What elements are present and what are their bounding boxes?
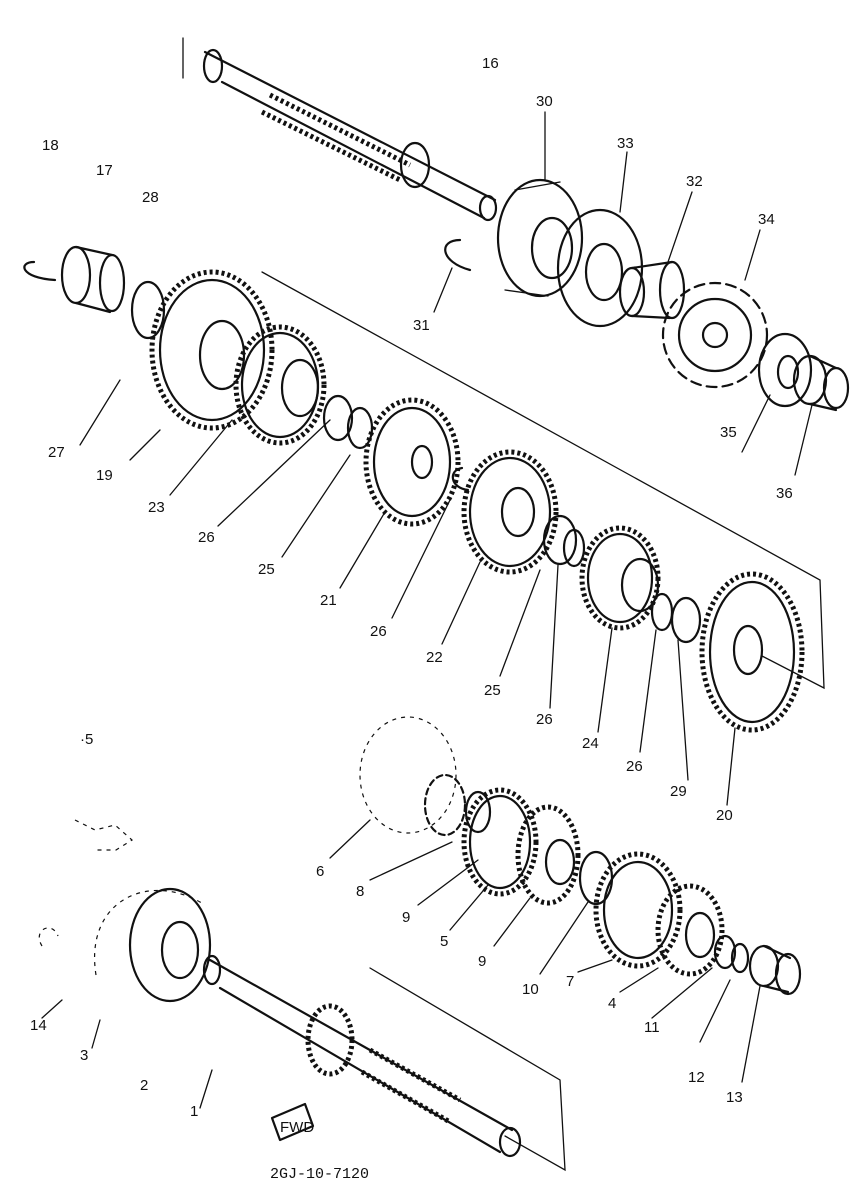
- label-21: 21: [320, 592, 337, 609]
- label-16: 16: [482, 55, 499, 72]
- bearing-plate-3: [94, 889, 206, 976]
- main-axle-1: [202, 954, 522, 1158]
- label-19: 19: [96, 467, 113, 484]
- gear-21: [363, 397, 461, 527]
- label-26-d: 26: [626, 758, 643, 775]
- oil-seal-33: [556, 208, 644, 328]
- label-17: 17: [96, 162, 113, 179]
- label-27: 27: [48, 444, 65, 461]
- drawing-code: 2GJ-10-7120: [270, 1166, 369, 1183]
- label-22: 22: [426, 649, 443, 666]
- label-18: 18: [42, 137, 59, 154]
- fwd-stamp: FWD: [270, 1102, 314, 1142]
- label-20: 20: [716, 807, 733, 824]
- label-35: 35: [720, 424, 737, 441]
- circlip-26-b: [451, 466, 470, 492]
- gear-22: [461, 449, 559, 575]
- lower-axis-line: [369, 967, 566, 1172]
- label-4: 4: [608, 995, 616, 1012]
- label-30: 30: [536, 93, 553, 110]
- circlip-26-d: [650, 592, 674, 632]
- collar-32: [618, 260, 686, 320]
- label-14: 14: [30, 1017, 47, 1034]
- gear-20: [699, 571, 805, 733]
- label-3: 3: [80, 1047, 88, 1064]
- label-13: 13: [726, 1089, 743, 1106]
- gear-5: [461, 787, 539, 897]
- label-12: 12: [688, 1069, 705, 1086]
- washer-25: [542, 514, 578, 566]
- screw-14: [38, 927, 59, 947]
- label-31: 31: [413, 317, 430, 334]
- gear-9: [515, 804, 581, 906]
- circlip-12: [730, 942, 750, 974]
- label-11: 11: [644, 1019, 660, 1036]
- label-6: 6: [316, 863, 324, 880]
- label-9-b: 9: [478, 953, 486, 970]
- leader-lines: [41, 111, 813, 1109]
- label-10: 10: [522, 981, 539, 998]
- circlip-31: [444, 238, 472, 272]
- washer-23: [322, 394, 354, 442]
- bearing-2: [128, 887, 212, 1003]
- label-26-a: 26: [198, 529, 215, 546]
- gear-4: [655, 883, 725, 977]
- label-26-b: 26: [370, 623, 387, 640]
- gear-27: [149, 269, 275, 431]
- label-24: 24: [582, 735, 599, 752]
- drive-sprocket-34: [661, 281, 769, 389]
- drive-axle-16: [182, 37, 498, 222]
- lock-washer-35: [757, 332, 813, 408]
- collar-13: [748, 944, 802, 996]
- label-23: 23: [148, 499, 165, 516]
- label-9-a: 9: [402, 909, 410, 926]
- label-26-c: 26: [536, 711, 553, 728]
- washer-29: [670, 596, 702, 644]
- label-15: ·5: [80, 731, 93, 748]
- circlip-26-c: [562, 528, 586, 568]
- label-36: 36: [776, 485, 793, 502]
- label-25-b: 25: [484, 682, 501, 699]
- label-29: 29: [670, 783, 687, 800]
- washer-11: [713, 934, 737, 970]
- gear-6: [359, 716, 467, 837]
- label-2: 2: [140, 1077, 148, 1094]
- upper-axis-line: [261, 271, 825, 690]
- circlip-18: [23, 260, 57, 282]
- reference-labels: 16 30 33 32 34 18 17 28 31 35 36 27 19 2…: [30, 55, 793, 1120]
- label-28: 28: [142, 189, 159, 206]
- label-32: 32: [686, 173, 703, 190]
- label-25-a: 25: [258, 561, 275, 578]
- fwd-stamp-text: FWD: [280, 1119, 314, 1136]
- nut-36: [792, 354, 850, 412]
- label-34: 34: [758, 211, 775, 228]
- label-1: 1: [190, 1103, 198, 1120]
- label-8: 8: [356, 883, 364, 900]
- washer-8: [464, 790, 492, 834]
- gear-19: [233, 324, 327, 446]
- washer-28: [130, 280, 166, 340]
- label-5: 5: [440, 933, 448, 950]
- label-33: 33: [617, 135, 634, 152]
- gear-24: [579, 525, 661, 631]
- collar-17: [60, 245, 126, 314]
- plate-15: [74, 819, 134, 851]
- bearing-30: [496, 178, 584, 298]
- gear-7: [593, 851, 683, 969]
- label-7: 7: [566, 973, 574, 990]
